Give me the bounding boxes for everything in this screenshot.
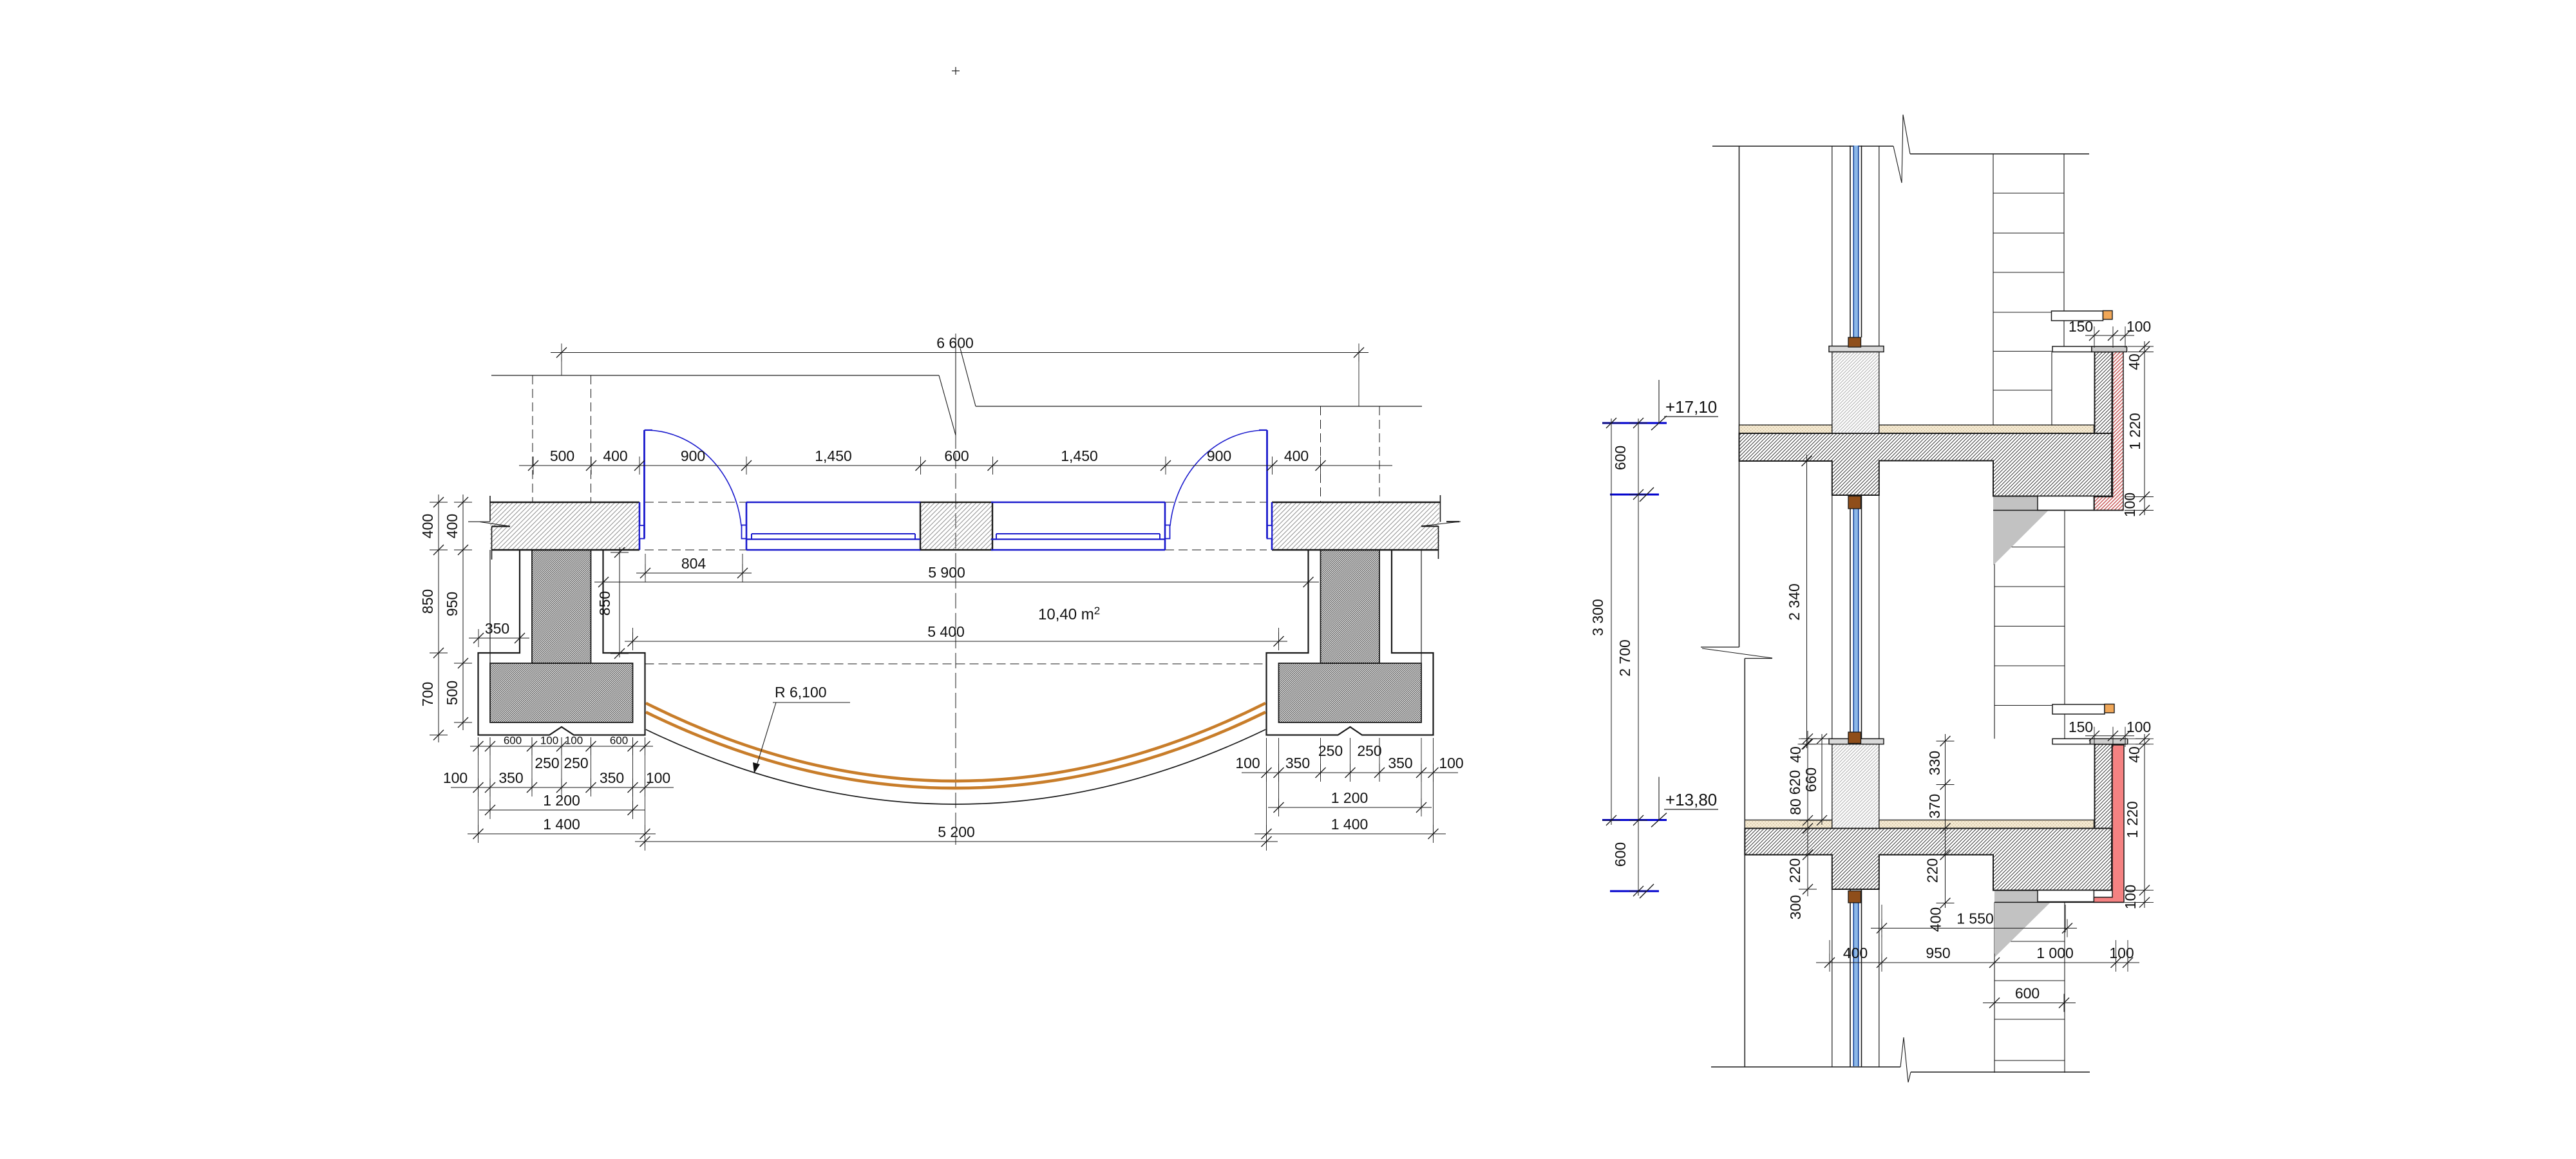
svg-text:100: 100 bbox=[2109, 945, 2134, 961]
svg-text:+17,10: +17,10 bbox=[1665, 397, 1717, 417]
svg-text:100: 100 bbox=[2122, 885, 2139, 909]
svg-text:100: 100 bbox=[565, 735, 583, 747]
svg-text:400: 400 bbox=[1284, 448, 1309, 464]
svg-text:350: 350 bbox=[1285, 755, 1310, 771]
svg-text:350: 350 bbox=[1388, 755, 1412, 771]
svg-text:1 200: 1 200 bbox=[543, 792, 580, 809]
svg-text:100: 100 bbox=[1235, 755, 1260, 771]
svg-text:500: 500 bbox=[550, 448, 574, 464]
svg-text:300: 300 bbox=[1787, 895, 1804, 919]
svg-text:100: 100 bbox=[2121, 493, 2138, 517]
svg-text:660: 660 bbox=[1803, 768, 1819, 792]
svg-text:400: 400 bbox=[1843, 945, 1868, 961]
svg-text:100: 100 bbox=[2126, 318, 2151, 335]
svg-text:250: 250 bbox=[535, 755, 559, 771]
svg-text:1,450: 1,450 bbox=[1061, 448, 1098, 464]
svg-text:1 000: 1 000 bbox=[2036, 945, 2074, 961]
svg-text:220: 220 bbox=[1786, 858, 1803, 883]
svg-text:5 400: 5 400 bbox=[927, 623, 965, 640]
svg-text:1 220: 1 220 bbox=[2126, 413, 2143, 450]
svg-text:250: 250 bbox=[564, 755, 588, 771]
svg-text:620: 620 bbox=[1786, 770, 1803, 795]
svg-text:850: 850 bbox=[596, 591, 613, 616]
svg-text:400: 400 bbox=[419, 514, 436, 538]
svg-text:900: 900 bbox=[681, 448, 705, 464]
svg-text:600: 600 bbox=[944, 448, 969, 464]
svg-text:400: 400 bbox=[1927, 907, 1944, 932]
svg-text:40: 40 bbox=[1787, 746, 1804, 763]
svg-text:950: 950 bbox=[1926, 945, 1950, 961]
svg-text:100: 100 bbox=[443, 769, 468, 786]
svg-text:250: 250 bbox=[1318, 742, 1343, 759]
svg-text:500: 500 bbox=[444, 681, 460, 705]
svg-text:40: 40 bbox=[2126, 353, 2143, 370]
svg-text:1 400: 1 400 bbox=[543, 816, 580, 833]
svg-text:350: 350 bbox=[485, 620, 509, 637]
svg-text:600: 600 bbox=[504, 735, 522, 747]
svg-text:600: 600 bbox=[2015, 985, 2040, 1002]
svg-text:850: 850 bbox=[419, 589, 436, 614]
svg-text:100: 100 bbox=[540, 735, 558, 747]
svg-text:600: 600 bbox=[610, 735, 628, 747]
svg-text:700: 700 bbox=[419, 682, 436, 706]
svg-text:1 200: 1 200 bbox=[1331, 789, 1368, 806]
svg-text:370: 370 bbox=[1926, 794, 1943, 818]
svg-text:804: 804 bbox=[681, 555, 706, 572]
svg-text:900: 900 bbox=[1207, 448, 1231, 464]
svg-text:R 6,100: R 6,100 bbox=[775, 684, 827, 701]
svg-text:150: 150 bbox=[2069, 318, 2093, 335]
svg-text:600: 600 bbox=[1612, 842, 1629, 867]
svg-text:1 550: 1 550 bbox=[1956, 910, 1994, 927]
svg-text:3 300: 3 300 bbox=[1589, 599, 1606, 636]
svg-text:220: 220 bbox=[1924, 858, 1941, 883]
svg-text:10,40 m2: 10,40 m2 bbox=[1038, 605, 1100, 623]
svg-text:400: 400 bbox=[444, 514, 460, 538]
svg-text:6 600: 6 600 bbox=[936, 335, 974, 352]
svg-text:330: 330 bbox=[1926, 751, 1943, 775]
svg-text:600: 600 bbox=[1612, 446, 1629, 470]
svg-text:5 900: 5 900 bbox=[928, 564, 965, 581]
svg-text:100: 100 bbox=[646, 769, 670, 786]
svg-text:350: 350 bbox=[498, 769, 523, 786]
svg-text:100: 100 bbox=[1439, 755, 1463, 771]
svg-text:80: 80 bbox=[1787, 798, 1804, 815]
svg-text:1 400: 1 400 bbox=[1331, 816, 1368, 833]
svg-text:1 220: 1 220 bbox=[2124, 801, 2141, 838]
svg-text:+13,80: +13,80 bbox=[1665, 790, 1717, 809]
svg-text:1,450: 1,450 bbox=[815, 448, 852, 464]
svg-text:100: 100 bbox=[2126, 719, 2151, 735]
svg-text:5 200: 5 200 bbox=[938, 824, 975, 840]
svg-text:2 340: 2 340 bbox=[1786, 583, 1803, 621]
svg-text:400: 400 bbox=[603, 448, 627, 464]
svg-text:2 700: 2 700 bbox=[1616, 639, 1633, 677]
svg-text:40: 40 bbox=[2126, 746, 2143, 763]
svg-text:250: 250 bbox=[1357, 742, 1381, 759]
svg-text:350: 350 bbox=[600, 769, 624, 786]
svg-text:150: 150 bbox=[2069, 719, 2093, 735]
svg-text:950: 950 bbox=[444, 592, 460, 616]
